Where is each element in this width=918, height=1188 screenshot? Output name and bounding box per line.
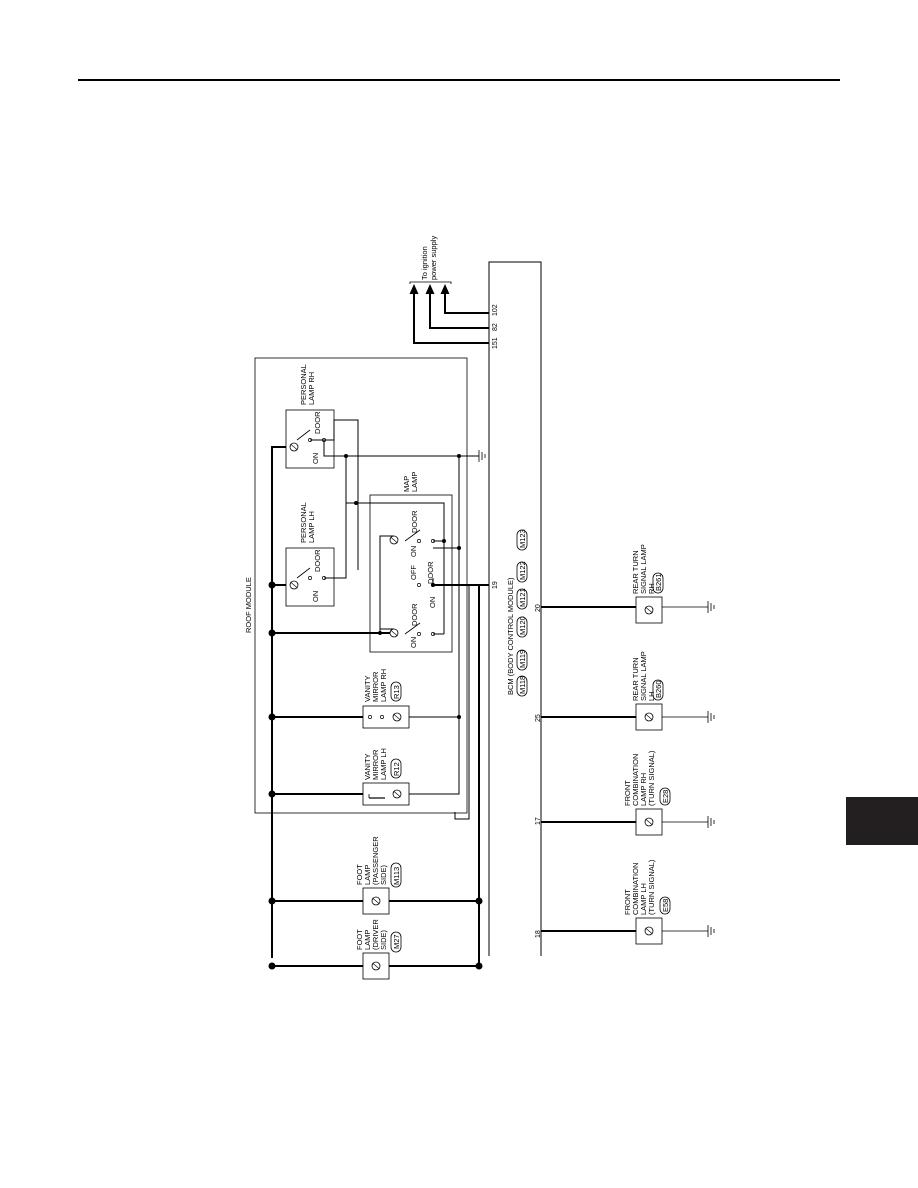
personal-lh-title-2: LAMP LH [307, 511, 316, 543]
foot-passenger-connector: M113 [392, 867, 401, 885]
supply-note-line2: power supply [429, 236, 438, 280]
vanity-lh-connector: R12 [392, 762, 401, 776]
personal-rh-title-2: LAMP RH [307, 372, 316, 405]
bcm-top-pins: 151 82 102 19 20 25 17 18 [492, 304, 542, 938]
bcm-connector-m120: M120 [518, 616, 527, 635]
bcm-connector-m123: M123 [518, 529, 527, 548]
map-door-label-c: DOOR [410, 603, 419, 626]
foot-driver-connector: M27 [392, 934, 401, 949]
wires-thick [271, 446, 636, 967]
vanity-rh-title-3: LAMP RH [379, 669, 388, 702]
personal-lh-on-label: ON [311, 591, 320, 602]
foot-passenger-title-2: LAMP [363, 865, 372, 885]
foot-lamp-driver: FOOT LAMP (DRIVER SIDE) M27 [355, 919, 402, 980]
bcm-connector-m122: M122 [518, 561, 527, 580]
rear-turn-lh-title-3: LH [647, 691, 656, 701]
map-lamp-title-2: LAMP [410, 472, 419, 492]
supply-arrowheads [409, 284, 450, 294]
vanity-lh-title-3: LAMP LH [379, 748, 388, 780]
junction-dots [268, 454, 483, 970]
vanity-lh-title-1: VANITY [363, 753, 372, 780]
vanity-mirror-lamp-lh: VANITY MIRROR LAMP LH R12 [362, 748, 410, 806]
section-tab [846, 797, 918, 845]
vanity-rh-connector: R13 [392, 685, 401, 699]
pin-25: 25 [535, 714, 542, 722]
foot-driver-title-3: (DRIVER [371, 919, 380, 950]
rear-turn-lh-connector: B260 [654, 680, 663, 698]
ignition-supply [413, 292, 489, 344]
front-comb-rh-title-4: (TURN SIGNAL) [647, 750, 656, 806]
rear-turn-lh-title-2: SIGNAL LAMP [639, 651, 648, 701]
front-comb-lh-title-2: COMBINATION [631, 863, 640, 915]
front-comb-rh-connector: E28 [661, 790, 670, 803]
vanity-rh-title-1: VANITY [363, 675, 372, 702]
front-comb-rh-title-1: FRONT [623, 780, 632, 806]
front-comb-lh-connector: E58 [661, 899, 670, 912]
rear-turn-lh-title-1: REAR TURN [631, 657, 640, 701]
pin-17: 17 [535, 817, 542, 825]
vanity-mirror-lamp-rh: VANITY MIRROR LAMP RH R13 [362, 669, 410, 729]
roof-module-label: ROOF MODULE [244, 577, 253, 633]
map-on-label-a: ON [409, 546, 418, 557]
bcm-connector-m119: M119 [518, 650, 527, 668]
map-lamp-title-1: MAP [402, 476, 411, 492]
bcm: BCM (BODY CONTROL MODULE) M118 M119 M120… [488, 261, 542, 956]
bcm-connector-m118: M118 [518, 676, 527, 694]
map-off-label: OFF [409, 565, 418, 580]
front-comb-lh-title-1: FRONT [623, 889, 632, 915]
pin-151: 151 [492, 337, 499, 349]
foot-driver-title-2: LAMP [363, 930, 372, 950]
foot-passenger-title-4: SIDE) [379, 864, 388, 885]
vanity-lh-title-2: MIRROR [371, 749, 380, 780]
supply-note-line1: To ignition [420, 246, 429, 280]
personal-rh-on-label: ON [311, 453, 320, 464]
pin-19: 19 [492, 581, 499, 589]
ground-symbols [478, 450, 715, 937]
personal-lh-title-1: PERSONAL [299, 502, 308, 543]
map-on-label-c: ON [409, 637, 418, 648]
rear-turn-rh-title-1: REAR TURN [631, 550, 640, 594]
personal-rh-door-label: DOOR [313, 411, 322, 434]
front-comb-lh-title-4: (TURN SIGNAL) [647, 859, 656, 915]
foot-driver-title-4: SIDE) [379, 929, 388, 950]
bcm-connector-m121: M121 [518, 588, 527, 607]
personal-lh-door-label: DOOR [313, 549, 322, 572]
map-lamp: MAP LAMP DOOR ON OFF ON DOOR DOOR ON [369, 472, 453, 653]
front-comb-lh-title-3: LAMP LH [639, 883, 648, 915]
foot-passenger-title-1: FOOT [355, 864, 364, 885]
foot-lamp-passenger: FOOT LAMP (PASSENGER SIDE) M113 [355, 836, 402, 915]
front-comb-rh-title-2: COMBINATION [631, 754, 640, 806]
front-comb-rh-title-3: LAMP RH [639, 773, 648, 806]
personal-rh-title-1: PERSONAL [299, 364, 308, 405]
pin-20: 20 [535, 604, 542, 612]
rear-turn-signal-lamp-rh: REAR TURN SIGNAL LAMP RH B261 [631, 544, 664, 624]
pin-82: 82 [492, 323, 499, 331]
personal-lamp-lh: DOOR ON PERSONAL LAMP LH [285, 502, 335, 607]
map-on-label-mid: ON [428, 597, 437, 608]
vanity-rh-title-2: MIRROR [371, 671, 380, 702]
wires-thin [310, 419, 479, 820]
foot-driver-title-1: FOOT [355, 929, 364, 950]
map-door-label-b: DOOR [426, 561, 435, 584]
foot-passenger-title-3: (PASSENGER [371, 836, 380, 885]
bcm-connectors: M118 M119 M120 M121 M122 M123 [516, 529, 528, 697]
rear-turn-rh-connector: B261 [654, 573, 663, 591]
supply-brace [409, 281, 452, 284]
pin-102: 102 [492, 304, 499, 316]
pin-18: 18 [535, 930, 542, 938]
bcm-title: BCM (BODY CONTROL MODULE) [506, 577, 515, 695]
map-door-label-a: DOOR [410, 510, 419, 533]
rear-turn-rh-title-3: RH [647, 583, 656, 594]
personal-lamp-rh: DOOR ON PERSONAL LAMP RH [285, 364, 335, 469]
rear-turn-signal-lamp-lh: REAR TURN SIGNAL LAMP LH B260 [631, 651, 664, 731]
rear-turn-rh-title-2: SIGNAL LAMP [639, 544, 648, 594]
